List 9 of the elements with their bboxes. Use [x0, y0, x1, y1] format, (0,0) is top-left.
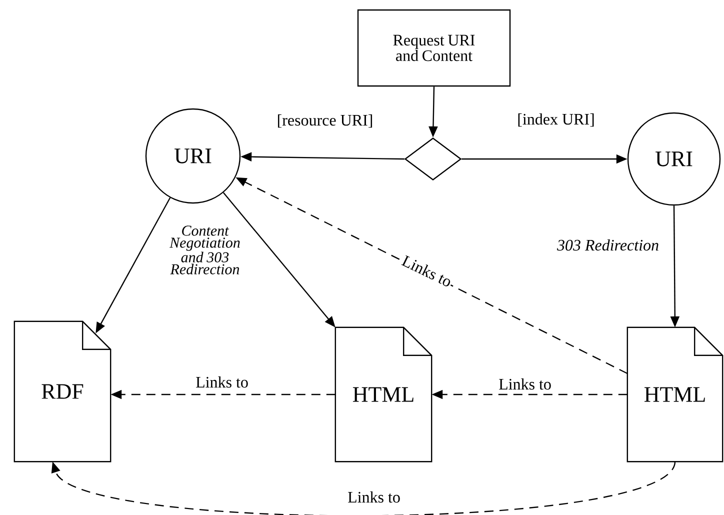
annotation: Content Negotiation and 303 Redirection: [169, 226, 240, 274]
edge-label: Links to: [346, 490, 402, 504]
edge-label: [resource URI]: [276, 113, 374, 129]
edge-label: Links to: [498, 377, 552, 391]
edge-label: [index URI]: [516, 112, 596, 128]
edge-label: Links to: [194, 375, 250, 389]
process-box: Request URI and Content: [357, 9, 511, 87]
edge-label: 303 Redirection: [556, 238, 660, 252]
edge-label: Links to: [399, 253, 455, 289]
